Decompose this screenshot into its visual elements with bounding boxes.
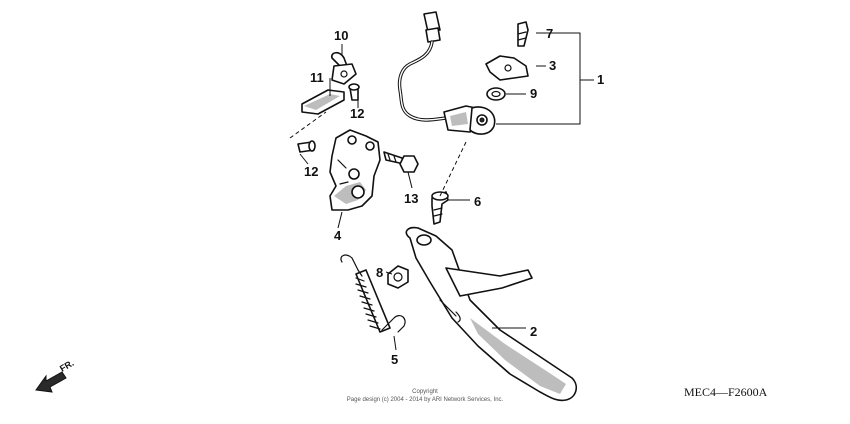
leader-lines — [289, 32, 594, 351]
clamp-part[interactable] — [330, 51, 357, 85]
callout-5: 5 — [391, 352, 398, 367]
pivot-bolt-part[interactable] — [431, 191, 449, 225]
callout-6: 6 — [474, 194, 481, 209]
callout-8: 8 — [376, 265, 383, 280]
screw-part-upper[interactable] — [348, 83, 360, 101]
side-stand-part[interactable] — [405, 226, 578, 402]
callout-4: 4 — [334, 228, 342, 243]
switch-bolt-part[interactable] — [517, 21, 529, 47]
callout-10: 10 — [334, 28, 348, 43]
diagram-code: MEC4—F2600A — [684, 385, 768, 399]
callout-12-upper: 12 — [350, 106, 364, 121]
front-arrow-icon — [35, 371, 67, 393]
washer-part[interactable] — [486, 87, 506, 101]
bracket-part[interactable] — [329, 129, 381, 211]
callout-2: 2 — [530, 324, 537, 339]
copyright-notice: Page design (c) 2004 - 2014 by ARI Netwo… — [347, 397, 504, 403]
screw-part-lower[interactable] — [297, 140, 316, 153]
callout-1: 1 — [597, 72, 604, 87]
callout-11: 11 — [310, 70, 324, 85]
callout-13: 13 — [404, 191, 418, 206]
side-stand-switch-assembly[interactable] — [397, 11, 496, 135]
callout-labels: 1 2 3 4 5 6 7 8 9 10 11 12 12 13 — [304, 26, 604, 367]
nut-part[interactable] — [387, 265, 409, 289]
front-direction-label: FR. — [58, 358, 76, 374]
copyright-title: Copyright — [412, 389, 438, 395]
holder-part[interactable] — [301, 89, 345, 115]
callout-12-lower: 12 — [304, 164, 318, 179]
callout-3: 3 — [549, 58, 556, 73]
flange-bolt-part[interactable] — [383, 151, 419, 173]
front-direction-indicator: FR. — [35, 358, 76, 393]
callout-9: 9 — [530, 86, 537, 101]
callout-7: 7 — [546, 26, 553, 41]
switch-plate-part[interactable] — [485, 55, 529, 81]
spring-part[interactable] — [340, 254, 406, 333]
